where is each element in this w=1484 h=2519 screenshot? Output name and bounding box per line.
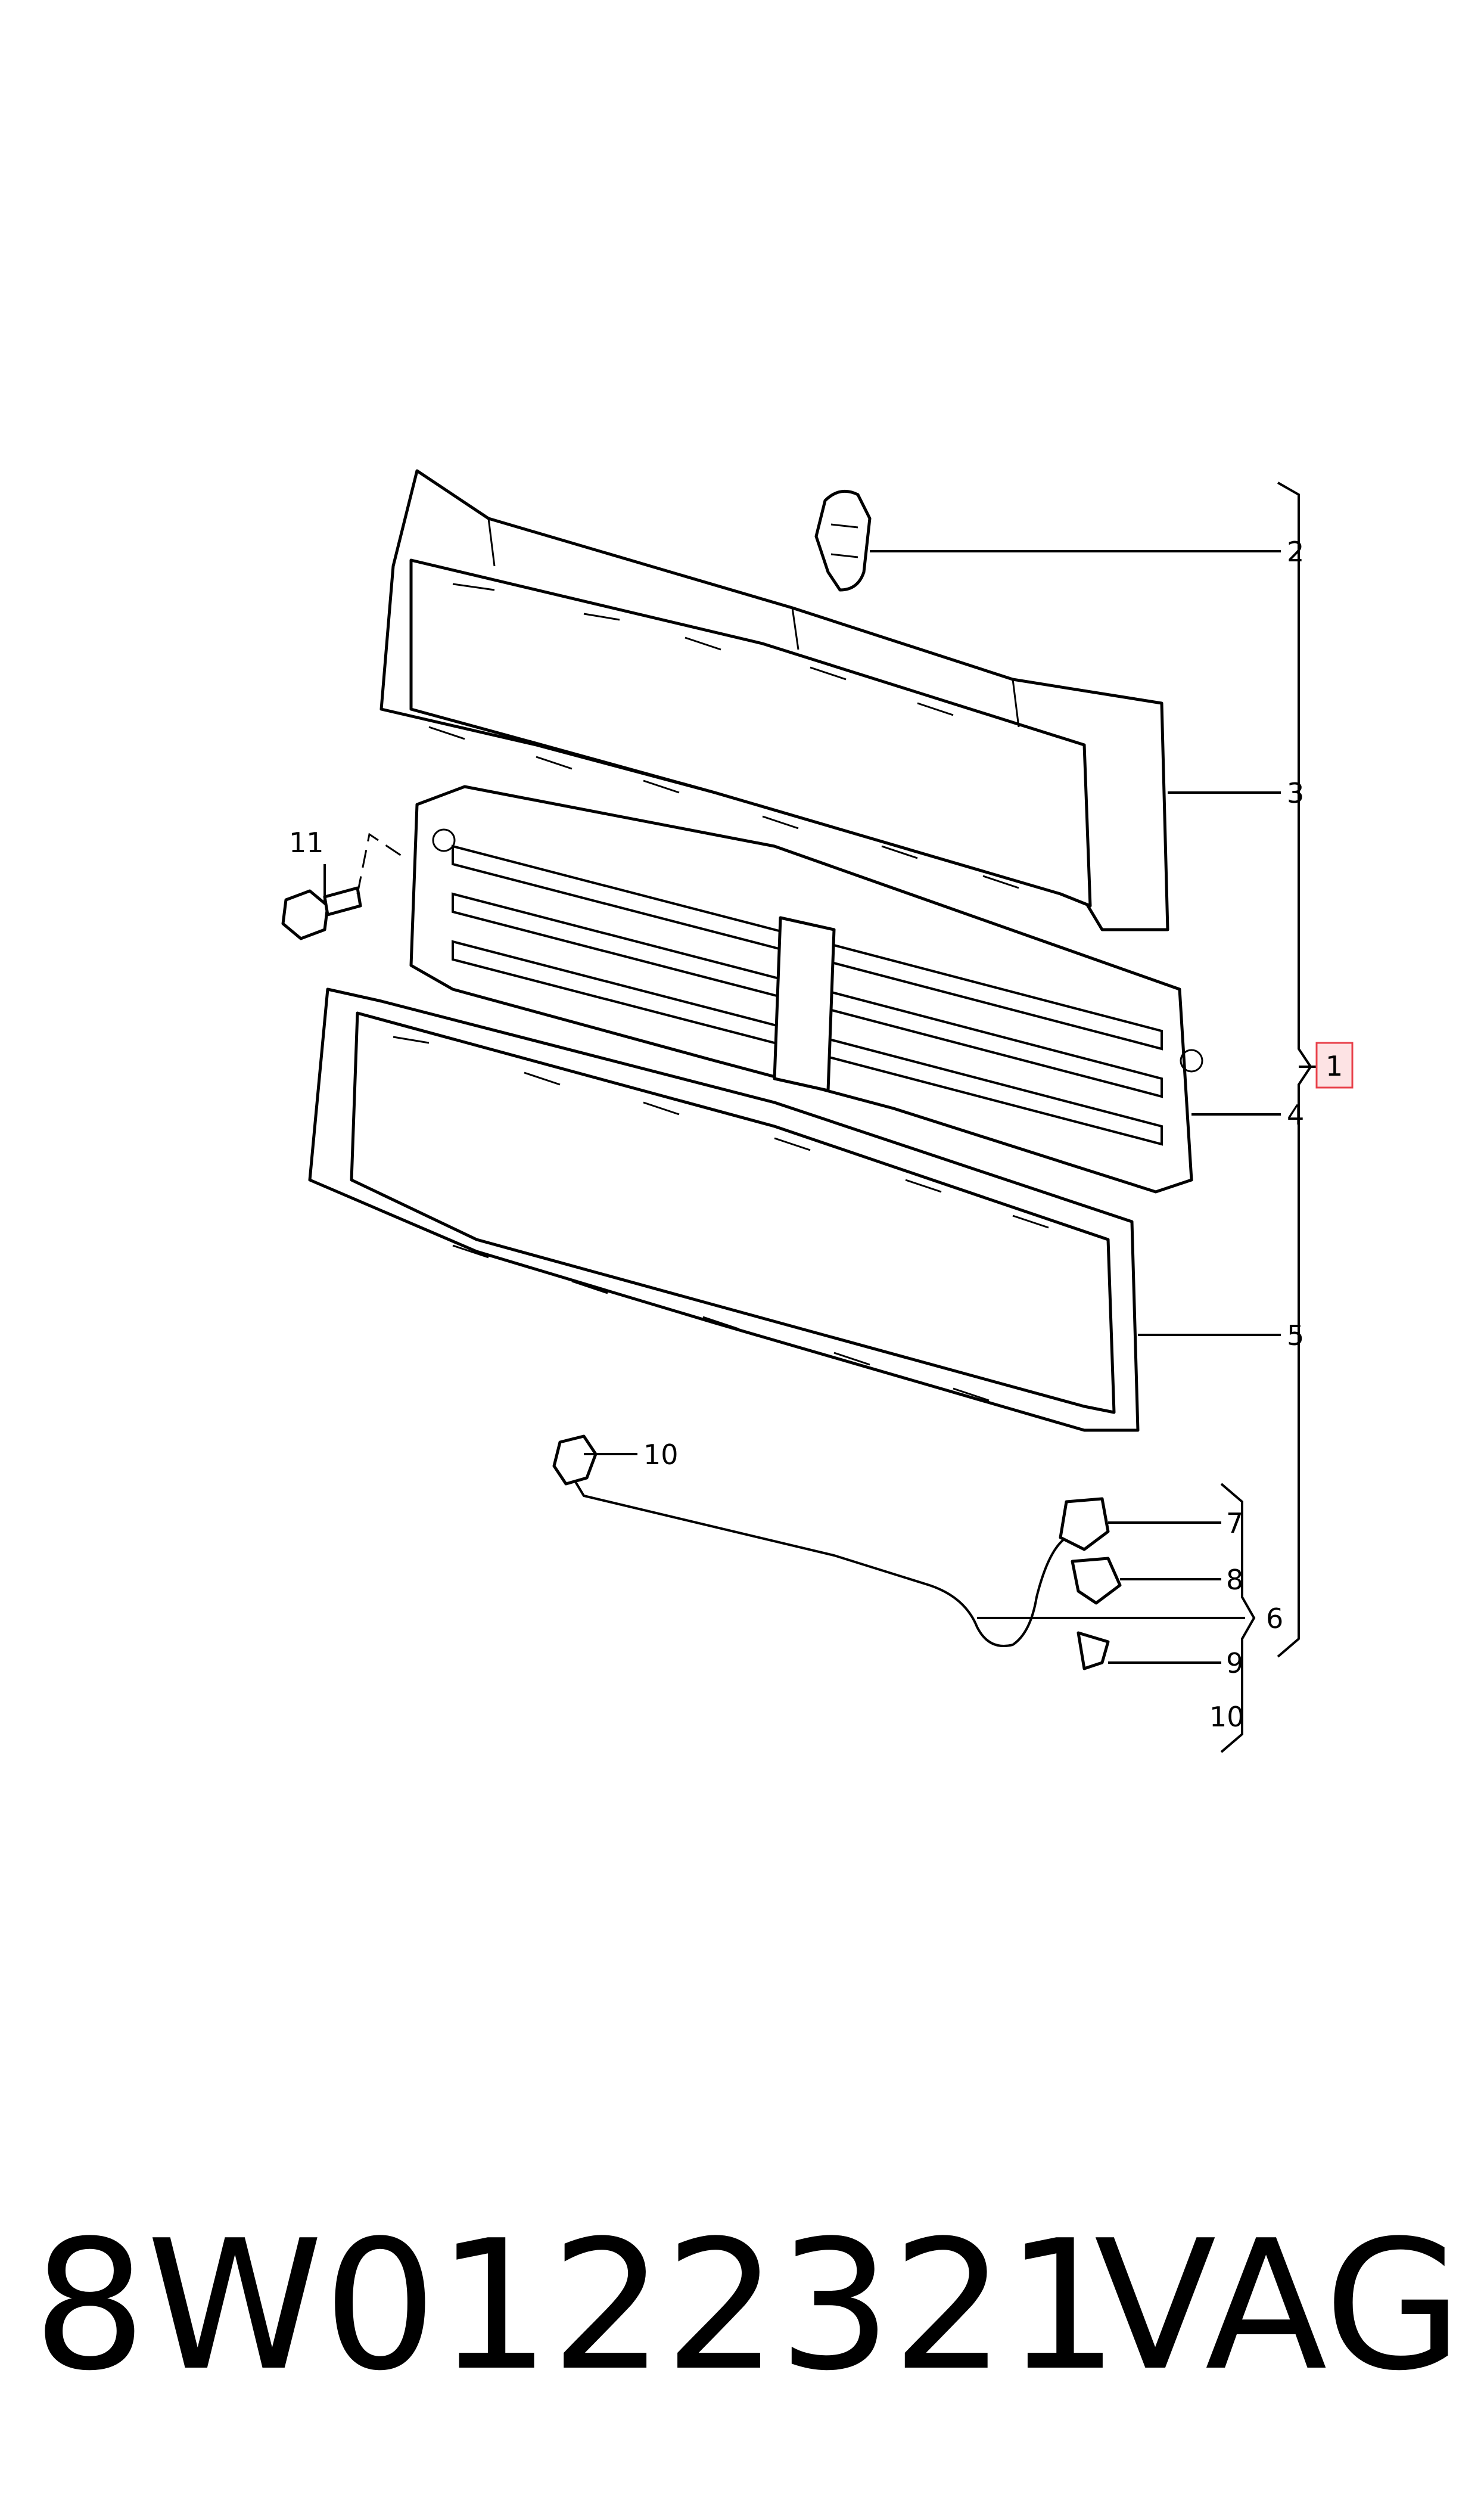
- callout-1-highlight: [1315, 1042, 1354, 1089]
- part-5-lower-air-guide: [308, 987, 1140, 1432]
- part-4-radiator-shutter: [409, 785, 1203, 1194]
- brand-label: VAG: [1094, 2202, 1463, 2410]
- part-3-upper-air-guide: [379, 469, 1169, 931]
- callout-11: 11: [289, 827, 324, 859]
- callout-7: 7: [1226, 1507, 1243, 1539]
- callout-9: 9: [1226, 1647, 1243, 1679]
- callout-3: 3: [1287, 777, 1304, 809]
- callout-10-list: 10: [1209, 1701, 1245, 1733]
- callout-5: 5: [1287, 1319, 1304, 1352]
- callout-2: 2: [1287, 536, 1304, 568]
- part-6-wiring-harness: [552, 1434, 1122, 1670]
- part-11-bolt: [281, 833, 406, 940]
- callout-4: 4: [1287, 1099, 1304, 1131]
- footer: 8W0122321 VAG: [33, 2208, 1463, 2405]
- callout-10-harness: 10: [643, 1439, 679, 1471]
- leader-lines: [323, 482, 1317, 1753]
- callout-8: 8: [1226, 1564, 1243, 1596]
- part-2-clip: [814, 489, 872, 592]
- callout-1: 1: [1326, 1050, 1343, 1082]
- part-number: 8W0122321: [33, 2202, 1119, 2410]
- callout-6: 6: [1266, 1602, 1283, 1635]
